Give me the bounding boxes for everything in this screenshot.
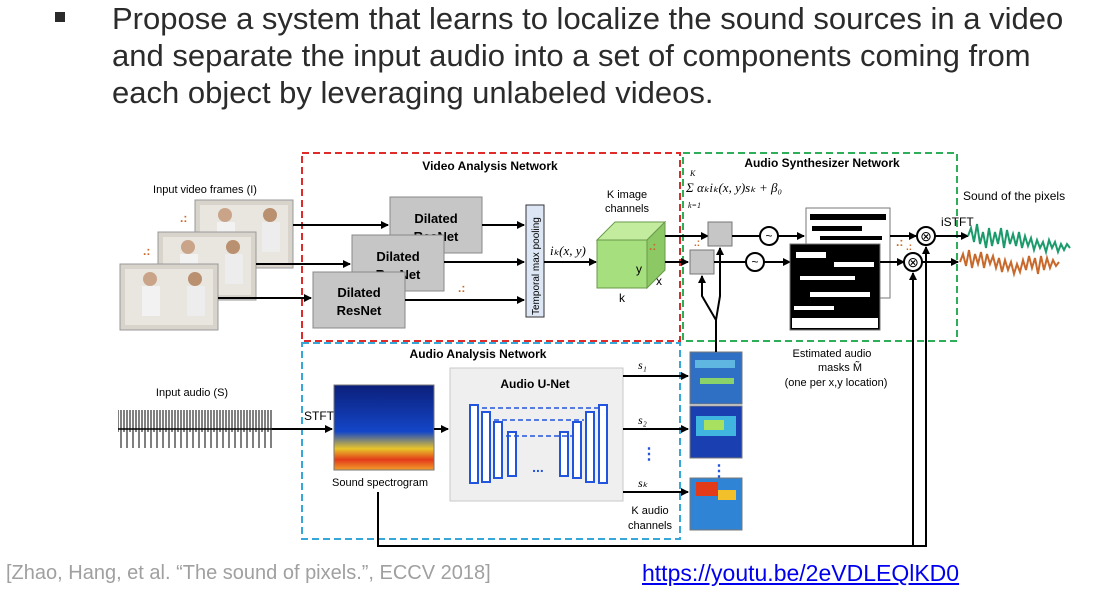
audio-analysis-network-box bbox=[301, 342, 681, 540]
video-frame-1 bbox=[119, 263, 219, 331]
svg-text:⊗: ⊗ bbox=[907, 254, 919, 270]
spectrogram-label: Sound spectrogram bbox=[332, 477, 428, 489]
citation: [Zhao, Hang, et al. “The sound of pixels… bbox=[6, 562, 491, 584]
unet-layers bbox=[469, 404, 608, 484]
k-audio-line1: K audio bbox=[631, 505, 668, 517]
sound-spectrogram bbox=[333, 384, 435, 471]
formula: Σ αₖiₖ(x, y)sₖ + β₀ bbox=[685, 180, 782, 195]
s1-label: s₁ bbox=[638, 358, 647, 372]
cube-y-label: y bbox=[636, 262, 642, 276]
sk-label: sₖ bbox=[638, 476, 649, 490]
s2-label: s₂ bbox=[638, 413, 647, 427]
svg-text:Dilated: Dilated bbox=[376, 249, 419, 264]
feature-cube bbox=[595, 220, 667, 290]
formula-bottom: k=1 bbox=[688, 201, 701, 210]
pooling-label: Temporal max pooling bbox=[531, 217, 542, 315]
output-waveform-orange bbox=[959, 249, 1060, 278]
svg-text:⊗: ⊗ bbox=[920, 228, 932, 244]
svg-text:~: ~ bbox=[765, 229, 772, 243]
synth-net-title: Audio Synthesizer Network bbox=[744, 156, 900, 170]
input-video-label: Input video frames (I) bbox=[153, 184, 257, 196]
k-image-channels-line2: channels bbox=[605, 203, 650, 215]
feature-label: iₖ(x, y) bbox=[550, 243, 586, 258]
k-image-channels-line1: K image bbox=[607, 189, 647, 201]
vdots-1: ⋮ bbox=[641, 446, 657, 463]
k-audio-line2: channels bbox=[628, 520, 673, 532]
video-link[interactable]: https://youtu.be/2eVDLEQlKD0 bbox=[642, 560, 960, 586]
weighted-sum-ellipsis: .: bbox=[694, 238, 700, 249]
unet-dots: ... bbox=[532, 459, 544, 475]
masks-label-2: masks M̃ bbox=[818, 361, 862, 374]
cube-ellipsis: .: bbox=[649, 239, 656, 253]
multiply-ellipsis: .: bbox=[906, 242, 912, 253]
masks-ellipsis: .: bbox=[896, 235, 903, 249]
frames-ellipsis-2: .: bbox=[143, 244, 150, 258]
svg-text:Dilated: Dilated bbox=[337, 285, 380, 300]
mask-2 bbox=[789, 243, 881, 331]
svg-text:~: ~ bbox=[751, 255, 758, 269]
audio-synthesizer-network-box bbox=[682, 152, 958, 342]
input-audio-label: Input audio (S) bbox=[156, 387, 228, 399]
stft-label: STFT bbox=[304, 409, 335, 423]
video-analysis-network-box bbox=[301, 152, 681, 342]
dilated-resnet-1: Dilated ResNet bbox=[312, 271, 406, 329]
weighted-sum-box-2 bbox=[689, 249, 715, 275]
bullet-marker bbox=[55, 12, 65, 22]
vdots-2: ⋮ bbox=[711, 463, 727, 480]
weighted-sum-box-1 bbox=[707, 221, 733, 247]
formula-top: K bbox=[689, 169, 696, 178]
masks-label-3: (one per x,y location) bbox=[785, 377, 888, 389]
istft-label: iSTFT bbox=[941, 215, 974, 229]
sound-of-pixels-label: Sound of the pixels bbox=[963, 189, 1065, 203]
svg-text:Dilated: Dilated bbox=[414, 211, 457, 226]
audio-net-title: Audio Analysis Network bbox=[410, 347, 547, 361]
frames-ellipsis-1: .: bbox=[180, 211, 187, 225]
resnet-ellipsis: .: bbox=[458, 281, 465, 295]
masks-label-1: Estimated audio bbox=[793, 348, 872, 360]
output-waveform-green bbox=[967, 223, 1071, 256]
cube-k-label: k bbox=[619, 291, 626, 305]
unet-label: Audio U-Net bbox=[500, 377, 569, 391]
video-net-title: Video Analysis Network bbox=[422, 159, 558, 173]
cube-x-label: x bbox=[656, 274, 662, 288]
svg-text:ResNet: ResNet bbox=[337, 303, 382, 318]
bullet-text: Propose a system that learns to localize… bbox=[112, 1, 1064, 110]
